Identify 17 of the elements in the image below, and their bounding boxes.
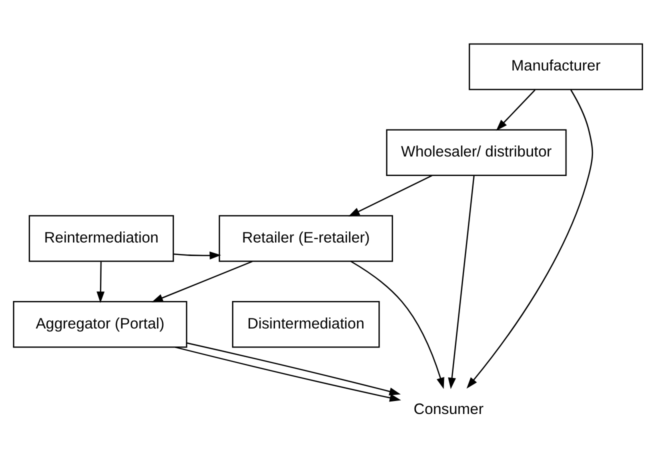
node-box: Disintermediation (232, 300, 380, 348)
node-box: Aggregator (Portal) (12, 300, 188, 348)
node-box: Manufacturer (468, 42, 644, 90)
node-text: Consumer (414, 400, 484, 418)
arrow (448, 175, 475, 389)
arrow (186, 342, 401, 395)
arrow (496, 89, 536, 130)
arrow (96, 261, 105, 302)
arrow (348, 174, 432, 216)
node-box: Wholesaler/ distributor (386, 128, 567, 176)
arrow (152, 260, 253, 302)
arrow (175, 346, 402, 402)
arrow (350, 260, 444, 389)
node-box: Retailer (E-retailer) (218, 214, 394, 262)
node-box: Reintermediation (28, 214, 174, 262)
arrow (466, 89, 594, 388)
arrow (174, 251, 222, 259)
